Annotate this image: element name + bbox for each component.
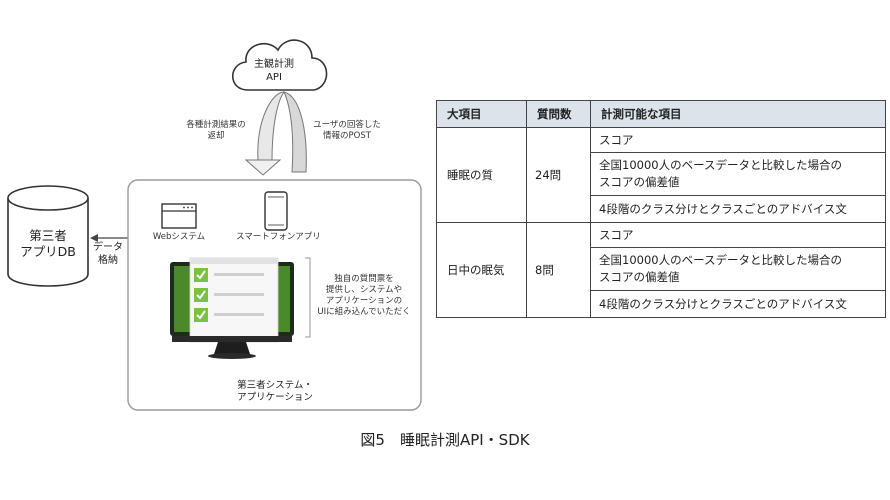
table-row: 全国10000人のベースデータと比較した場合の スコアの偏差値 xyxy=(437,247,886,291)
header-category: 大項目 xyxy=(436,100,527,128)
item-cell: 4段階のクラス分けとクラスごとのアドバイス文 xyxy=(590,195,886,223)
return-arc xyxy=(257,91,286,161)
table-row: 4段階のクラス分けとクラスごとのアドバイス文 xyxy=(437,290,886,318)
item-cell: スコア xyxy=(590,222,886,248)
return-label-line2: 返却 xyxy=(207,131,225,141)
table-row: 4段階のクラス分けとクラスごとのアドバイス文 xyxy=(437,195,886,223)
web-system-label: Webシステム xyxy=(152,232,206,242)
item-cell: 全国10000人のベースデータと比較した場合の スコアの偏差値 xyxy=(590,247,886,291)
count-cell: 8問 xyxy=(526,222,591,318)
api-cloud-line1: 主観計測 xyxy=(254,59,294,70)
side-note: 独自の質問票を 提供し、システムや アプリケーションの UIに組み込んでいただく xyxy=(310,274,418,318)
measurement-table: 大項目 質問数 計測可能な項目 睡眠の質 24問 スコア 全国10000人のベー… xyxy=(436,100,886,318)
side-note-line2: 提供し、システムや xyxy=(325,285,403,295)
header-items: 計測可能な項目 xyxy=(590,100,886,128)
figure-caption: 図5 睡眠計測API・SDK xyxy=(360,431,530,449)
count-cell: 24問 xyxy=(526,127,591,223)
post-label: ユーザの回答した 情報のPOST xyxy=(304,120,390,142)
header-count: 質問数 xyxy=(526,100,591,128)
smartphone-label: スマートフォンアプリ xyxy=(236,232,321,242)
browser-window-icon xyxy=(161,203,197,229)
database-label-line2: アプリDB xyxy=(20,244,76,259)
left-arrowhead-icon xyxy=(90,234,98,242)
down-arrowhead-icon xyxy=(244,159,282,176)
post-label-line1: ユーザの回答した xyxy=(313,120,381,130)
return-label: 各種計測結果の 返却 xyxy=(176,120,256,142)
database-label: 第三者 アプリDB xyxy=(8,228,88,260)
table-row: 全国10000人のベースデータと比較した場合の スコアの偏差値 xyxy=(437,152,886,196)
post-arc xyxy=(283,91,307,173)
api-cloud-line2: API xyxy=(266,72,282,83)
system-label: 第三者システム・ アプリケーション xyxy=(212,380,338,404)
database-label-line1: 第三者 xyxy=(29,228,67,243)
item-cell: スコア xyxy=(590,127,886,153)
api-cloud-label: 主観計測 API xyxy=(244,58,304,84)
table-row: 睡眠の質 24問 スコア xyxy=(436,127,886,223)
table-header-row: 大項目 質問数 計測可能な項目 xyxy=(436,100,886,128)
note-bracket xyxy=(305,257,311,338)
item-cell: 全国10000人のベースデータと比較した場合の スコアの偏差値 xyxy=(590,152,886,196)
smartphone-icon xyxy=(264,191,288,231)
cloud-icon xyxy=(232,39,328,91)
side-note-line3: アプリケーションの xyxy=(325,296,403,306)
monitor-checklist-icon xyxy=(170,257,294,359)
return-label-line1: 各種計測結果の xyxy=(186,120,246,130)
side-note-line1: 独自の質問票を xyxy=(334,274,394,284)
side-note-line4: UIに組み込んでいただく xyxy=(317,307,411,317)
store-label-line2: 格納 xyxy=(98,255,118,266)
category-cell: 日中の眠気 xyxy=(436,222,527,318)
store-label: データ 格納 xyxy=(88,241,128,267)
database-icon xyxy=(7,185,89,287)
category-cell: 睡眠の質 xyxy=(436,127,527,223)
table-row: 日中の眠気 8問 スコア xyxy=(436,222,886,318)
system-label-line1: 第三者システム・ xyxy=(237,380,313,391)
store-label-line1: データ xyxy=(93,242,123,253)
system-label-line2: アプリケーション xyxy=(237,392,313,403)
post-label-line2: 情報のPOST xyxy=(323,131,371,141)
item-cell: 4段階のクラス分けとクラスごとのアドバイス文 xyxy=(590,290,886,318)
